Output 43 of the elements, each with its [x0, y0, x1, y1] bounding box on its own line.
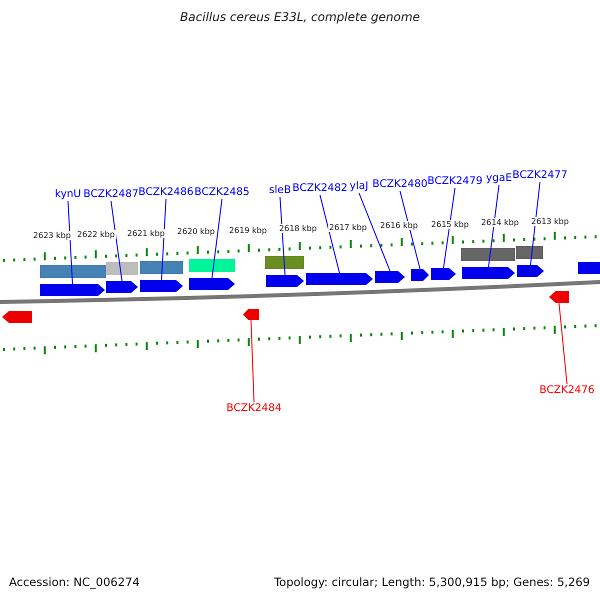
gene-feature	[306, 273, 373, 285]
scale-label: 2619 kbp	[228, 226, 268, 235]
leader-line	[358, 192, 390, 272]
scale-label: 2622 kbp	[76, 230, 116, 240]
gene-feature	[549, 291, 569, 303]
gene-feature	[243, 309, 259, 320]
gene-feature	[462, 267, 515, 279]
scale-label: 2613 kbp	[530, 216, 570, 226]
genome-summary-text: Topology: circular; Length: 5,300,915 bp; Genes: 5,269	[274, 575, 590, 589]
leader-line	[250, 320, 254, 402]
gene-feature	[140, 280, 183, 292]
title: Bacillus cereus E33L, complete genome	[179, 10, 421, 24]
leader-line	[110, 200, 122, 282]
leader-line	[558, 302, 568, 384]
gene-feature	[431, 268, 456, 280]
leader-line	[68, 200, 73, 284]
leader-line	[280, 196, 286, 276]
gene-label: BCZK2476	[532, 384, 600, 397]
leader-line	[212, 198, 222, 278]
scale-label: 2614 kbp	[480, 218, 520, 227]
scale-label: 2615 kbp	[430, 220, 470, 228]
scale-label: 2618 kbp	[278, 224, 318, 234]
leader-line	[161, 198, 166, 280]
gene-feature	[578, 262, 600, 274]
leader-line	[400, 190, 420, 270]
scale-label: 2617 kbp	[328, 222, 368, 232]
gene-feature	[106, 281, 138, 293]
scale-label: 2621 kbp	[126, 228, 166, 238]
leader-line	[488, 184, 500, 268]
leader-line	[530, 182, 540, 266]
scale-label: 2623 kbp	[32, 231, 72, 240]
gene-feature	[2, 311, 32, 323]
gene-feature	[189, 278, 235, 290]
scale-label: 2616 kbp	[379, 221, 419, 230]
gene-feature	[411, 269, 429, 281]
leader-line	[320, 194, 340, 274]
gene-feature	[517, 265, 544, 277]
accession-text: Accession: NC_006274	[9, 575, 140, 589]
leader-line	[443, 188, 456, 268]
scale-label: 2620 kbp	[176, 227, 216, 236]
gene-feature	[266, 275, 304, 287]
gene-label: BCZK2484	[219, 402, 289, 415]
gene-feature	[375, 271, 405, 283]
